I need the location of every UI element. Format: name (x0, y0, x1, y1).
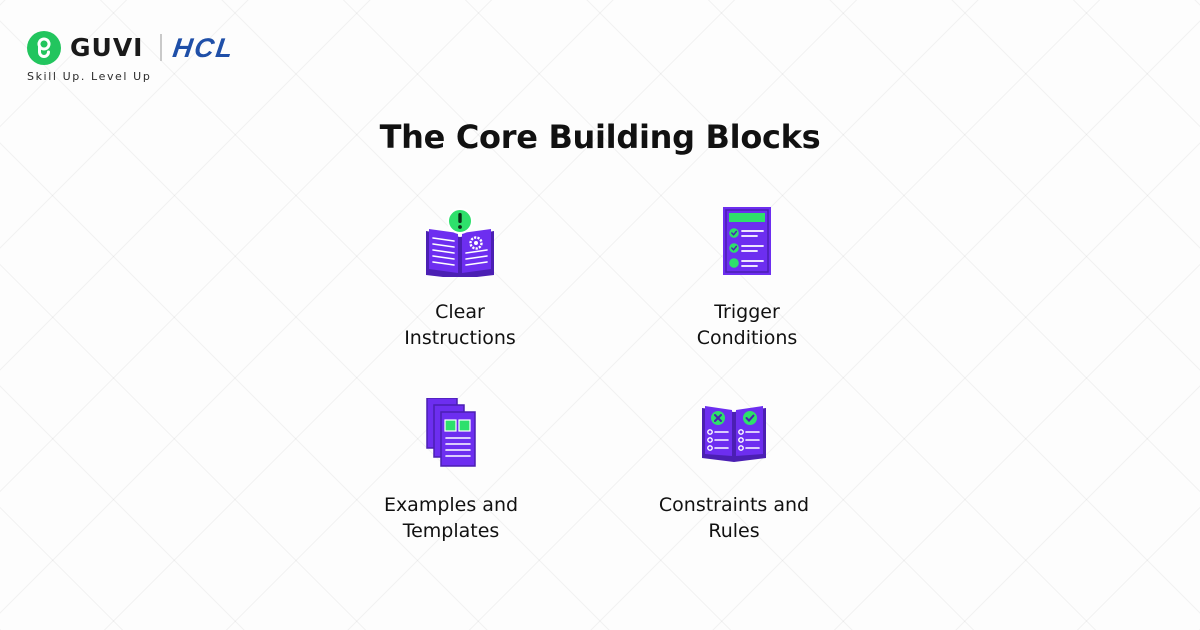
block-label: Constraints and Rules (658, 494, 810, 542)
checklist-icon (723, 207, 771, 275)
open-book-check-cross-icon (702, 406, 766, 462)
open-book-gear-alert-icon (426, 208, 494, 277)
logo-divider (160, 34, 162, 61)
page-title: The Core Building Blocks (379, 118, 821, 156)
guvi-logo-icon (27, 31, 61, 65)
block-trigger-conditions: Trigger Conditions (627, 205, 867, 351)
block-clear-instructions: Clear Instructions (340, 205, 580, 351)
block-examples-templates: Examples and Templates (331, 398, 571, 544)
block-label: Trigger Conditions (696, 301, 798, 349)
block-constraints-rules: Constraints and Rules (614, 398, 854, 544)
brand-tagline: Skill Up. Level Up (27, 70, 152, 83)
block-label: Examples and Templates (383, 494, 519, 542)
hcl-wordmark: HCL (170, 33, 237, 63)
block-label: Clear Instructions (404, 301, 516, 349)
guvi-wordmark: GUVI (70, 33, 144, 62)
stacked-documents-icon (426, 398, 476, 467)
